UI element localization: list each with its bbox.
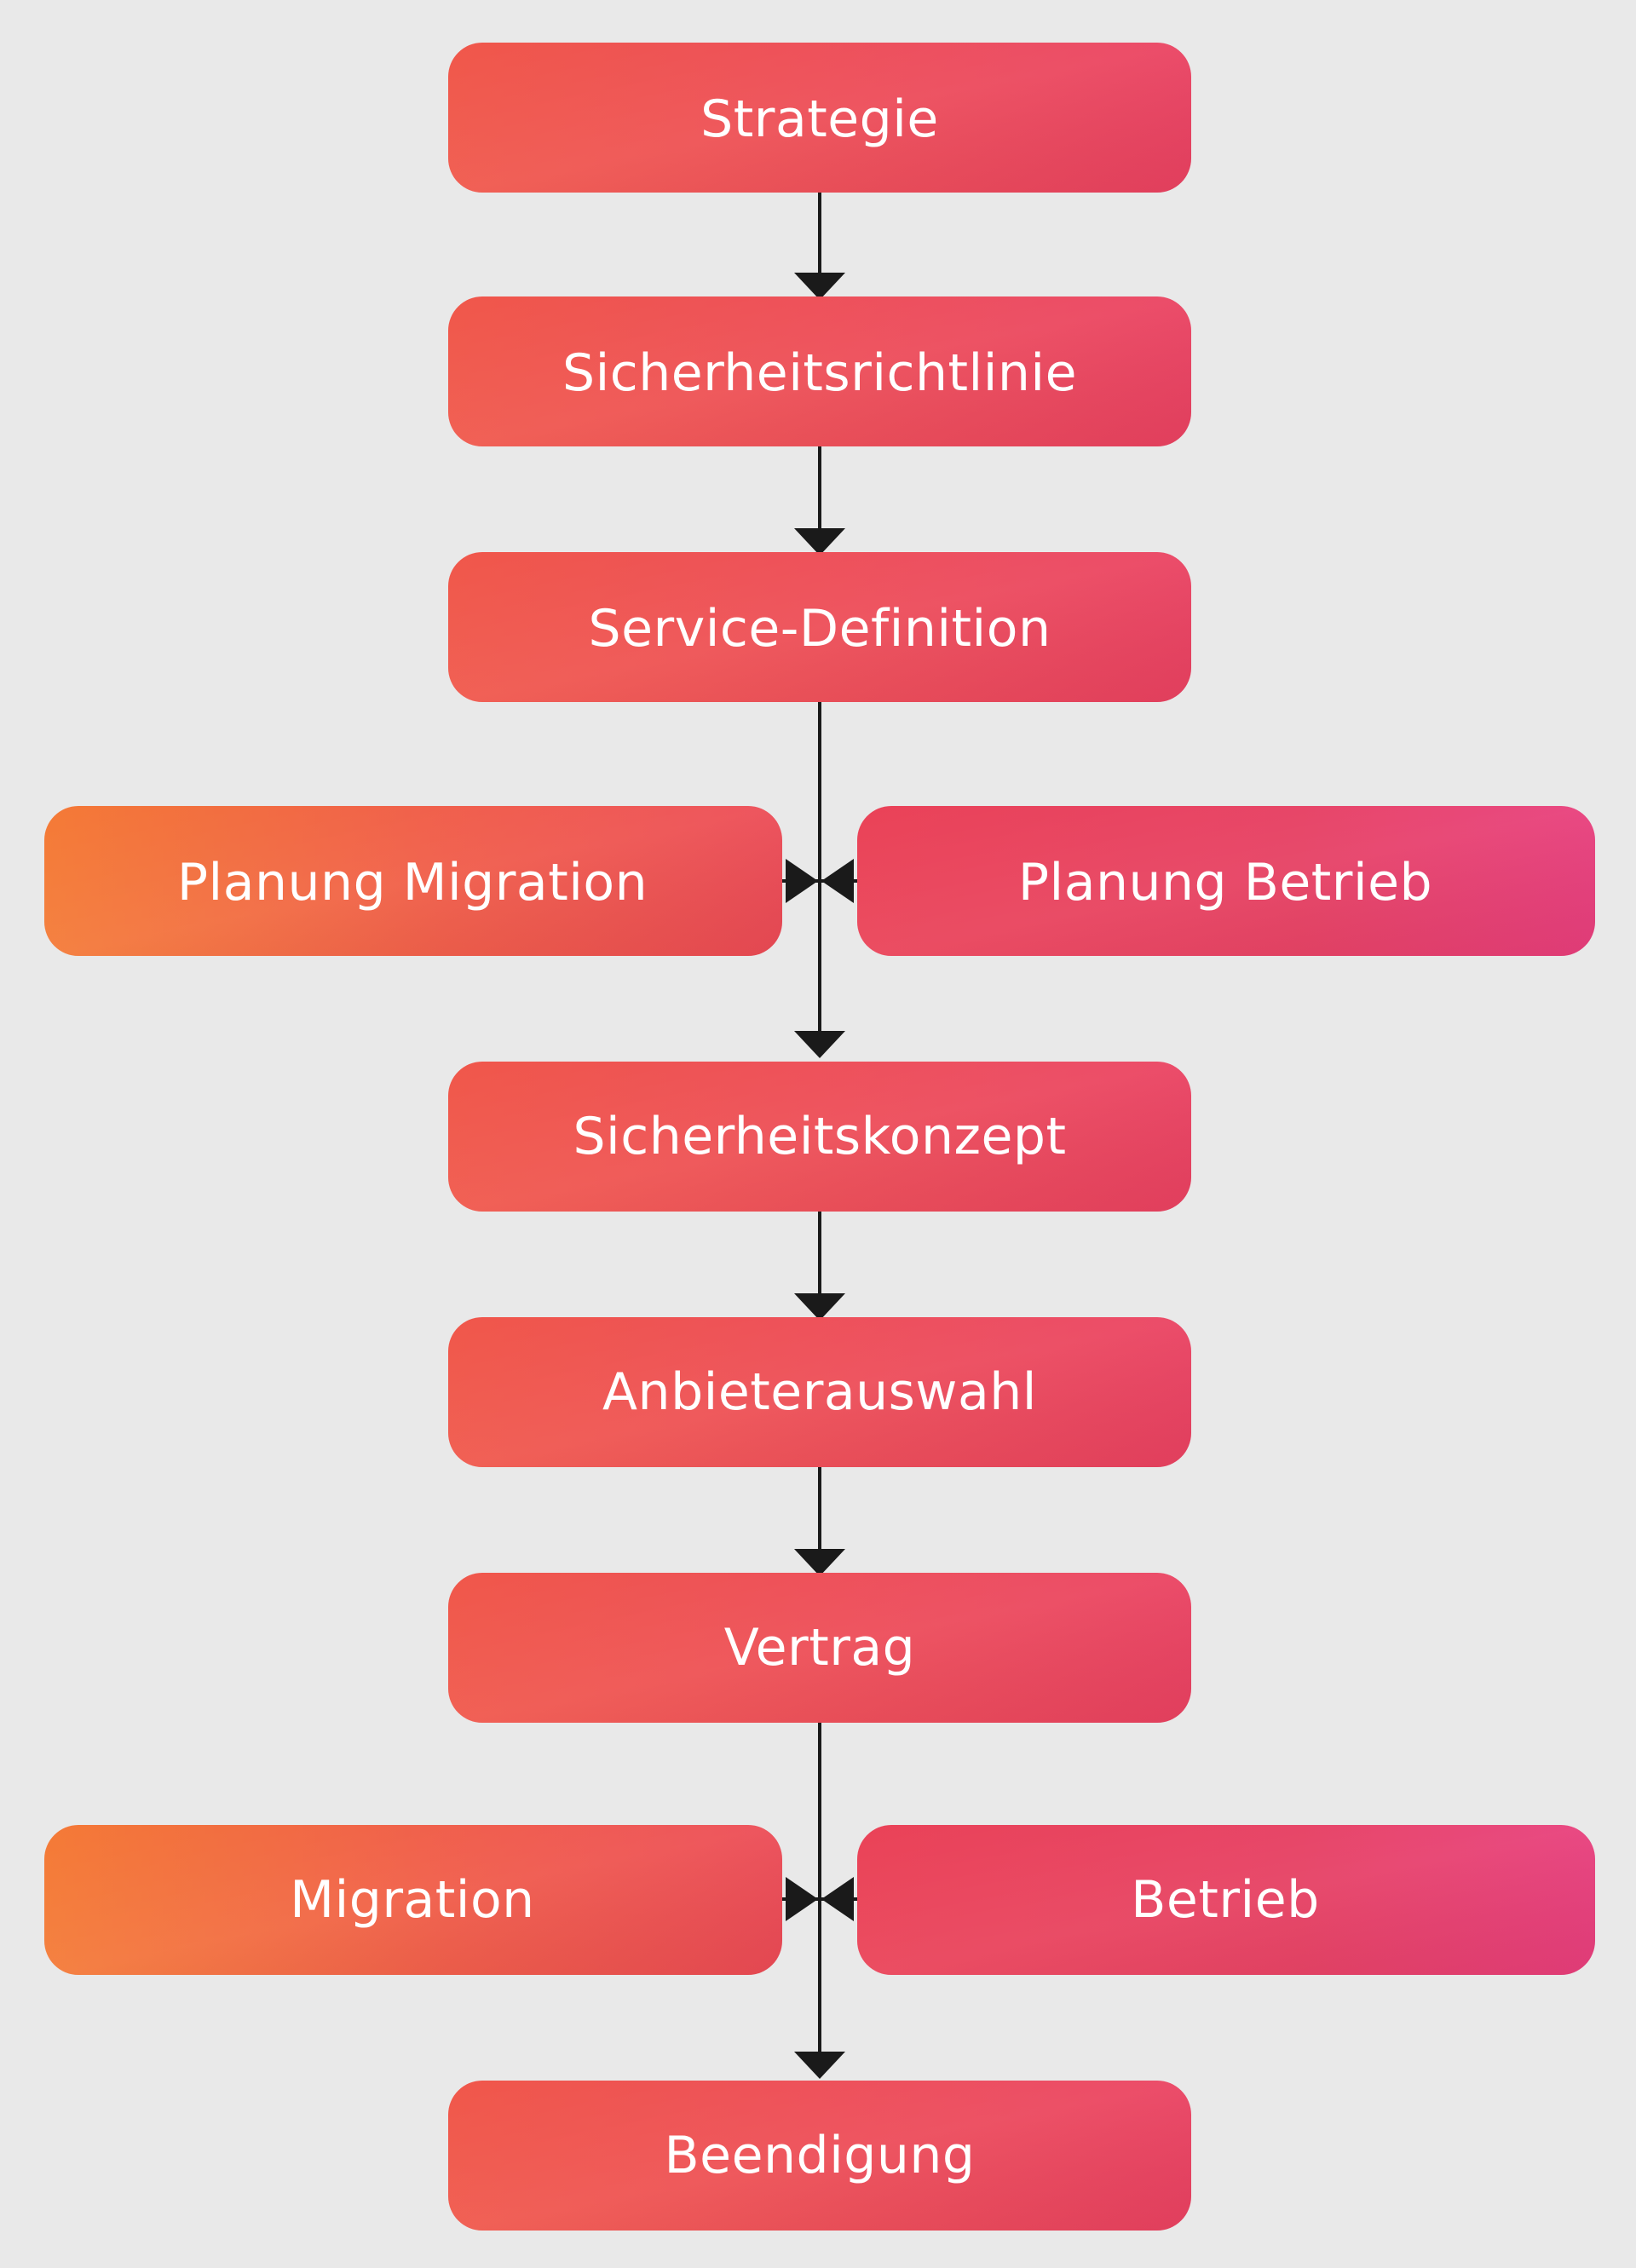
arrowhead-left-icon [786, 859, 818, 903]
node-label: Sicherheitskonzept [573, 1107, 1066, 1166]
node-sicherheitskonzept: Sicherheitskonzept [448, 1062, 1191, 1212]
node-betrieb: Betrieb [857, 1825, 1595, 1975]
connectors [782, 193, 857, 2079]
arrowhead-down-icon [794, 1293, 845, 1321]
arrowhead-left-icon [786, 1877, 818, 1921]
node-planung-migration: Planung Migration [44, 806, 782, 956]
node-label: Vertrag [724, 1618, 916, 1678]
node-strategie: Strategie [448, 43, 1191, 193]
node-label: Migration [290, 1870, 534, 1930]
arrowhead-right-icon [821, 1877, 854, 1921]
node-vertrag: Vertrag [448, 1573, 1191, 1723]
node-sicherheitsrichtlinie: Sicherheitsrichtlinie [448, 296, 1191, 446]
node-label: Betrieb [1131, 1870, 1319, 1930]
node-migration: Migration [44, 1825, 782, 1975]
arrowhead-down-icon [794, 273, 845, 300]
arrowhead-down-icon [794, 2052, 845, 2079]
node-label: Planung Betrieb [1018, 853, 1432, 912]
arrowhead-right-icon [821, 859, 854, 903]
arrowhead-down-icon [794, 1549, 845, 1576]
node-label: Beendigung [665, 2126, 976, 2185]
node-label: Planung Migration [177, 853, 648, 912]
node-beendigung: Beendigung [448, 2081, 1191, 2231]
node-planung-betrieb: Planung Betrieb [857, 806, 1595, 956]
node-label: Sicherheitsrichtlinie [562, 343, 1077, 403]
arrowhead-down-icon [794, 528, 845, 555]
node-label: Service-Definition [589, 599, 1051, 659]
node-anbieterauswahl: Anbieterauswahl [448, 1317, 1191, 1467]
node-label: Anbieterauswahl [602, 1362, 1037, 1422]
arrowhead-down-icon [794, 1031, 845, 1058]
node-label: Strategie [700, 89, 939, 149]
node-service-definition: Service-Definition [448, 552, 1191, 702]
